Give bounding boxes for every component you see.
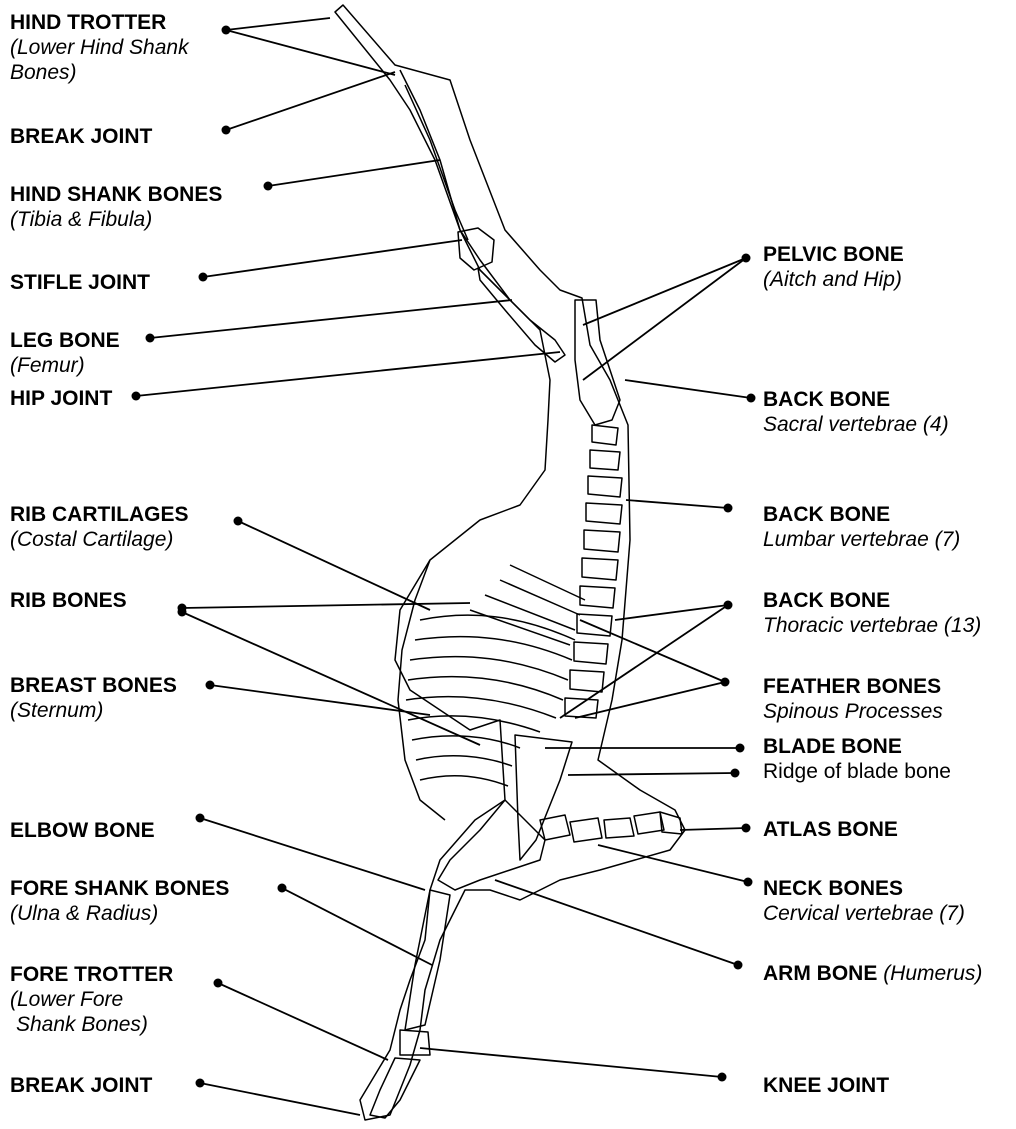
label-hip-joint: HIP JOINT	[10, 386, 112, 411]
hind-trotter-sub-1: (Lower Hind Shank	[10, 35, 189, 60]
break-joint-fore-title: BREAK JOINT	[10, 1073, 152, 1098]
arm-bone-sub: (Humerus)	[883, 962, 982, 985]
back-bone-lumbar-title: BACK BONE	[763, 502, 960, 527]
hind-shank-outline	[400, 70, 510, 300]
neck-vertebrae	[540, 812, 682, 842]
knee-joint-title: KNEE JOINT	[763, 1073, 889, 1098]
break-joint-hind-title: BREAK JOINT	[10, 124, 152, 149]
fore-trotter-sub-1: (Lower Fore	[10, 987, 173, 1012]
label-blade-bone: BLADE BONE Ridge of blade bone	[763, 734, 951, 784]
feather-bones-sub: Spinous Processes	[763, 699, 943, 724]
fore-trotter-sub-2: Shank Bones)	[10, 1012, 173, 1037]
feather-bones-title: FEATHER BONES	[763, 674, 943, 699]
fore-trotter-shape	[370, 1058, 420, 1118]
label-pelvic-bone: PELVIC BONE (Aitch and Hip)	[763, 242, 904, 292]
label-rib-cartilages: RIB CARTILAGES (Costal Cartilage)	[10, 502, 189, 552]
label-fore-shank-bones: FORE SHANK BONES (Ulna & Radius)	[10, 876, 229, 926]
label-back-bone-lumbar: BACK BONE Lumbar vertebrae (7)	[763, 502, 960, 552]
hip-joint-title: HIP JOINT	[10, 386, 112, 411]
pelvic-bone-sub: (Aitch and Hip)	[763, 267, 904, 292]
label-fore-trotter: FORE TROTTER (Lower Fore Shank Bones)	[10, 962, 173, 1037]
back-bone-thoracic-title: BACK BONE	[763, 588, 981, 613]
label-break-joint-hind: BREAK JOINT	[10, 124, 152, 149]
rib-cartilages-title: RIB CARTILAGES	[10, 502, 189, 527]
leg-bone-sub: (Femur)	[10, 353, 120, 378]
spinous-processes	[470, 565, 585, 645]
leg-bone-title: LEG BONE	[10, 328, 120, 353]
vertebrae-column	[565, 425, 622, 718]
elbow-bone-title: ELBOW BONE	[10, 818, 155, 843]
label-knee-joint: KNEE JOINT	[763, 1073, 889, 1098]
breast-bones-title: BREAST BONES	[10, 673, 177, 698]
fore-shank-bones-title: FORE SHANK BONES	[10, 876, 229, 901]
carcass-outline	[335, 5, 685, 1120]
label-elbow-bone: ELBOW BONE	[10, 818, 155, 843]
blade-bone-ridge-label: Ridge of blade bone	[763, 759, 951, 784]
label-break-joint-fore: BREAK JOINT	[10, 1073, 152, 1098]
neck-bones-title: NECK BONES	[763, 876, 965, 901]
back-bone-thoracic-sub: Thoracic vertebrae (13)	[763, 613, 981, 638]
label-back-bone-thoracic: BACK BONE Thoracic vertebrae (13)	[763, 588, 981, 638]
fore-trotter-title: FORE TROTTER	[10, 962, 173, 987]
label-hind-trotter: HIND TROTTER (Lower Hind Shank Bones)	[10, 10, 189, 85]
blade-bone-shape	[515, 735, 572, 860]
back-bone-sacral-sub: Sacral vertebrae (4)	[763, 412, 949, 437]
label-hind-shank-bones: HIND SHANK BONES (Tibia & Fibula)	[10, 182, 222, 232]
hind-shank-bones-title: HIND SHANK BONES	[10, 182, 222, 207]
neck-bones-sub: Cervical vertebrae (7)	[763, 901, 965, 926]
label-breast-bones: BREAST BONES (Sternum)	[10, 673, 177, 723]
label-feather-bones: FEATHER BONES Spinous Processes	[763, 674, 943, 724]
label-leg-bone: LEG BONE (Femur)	[10, 328, 120, 378]
knee-joint-shape	[400, 1030, 430, 1055]
back-bone-lumbar-sub: Lumbar vertebrae (7)	[763, 527, 960, 552]
hind-trotter-title: HIND TROTTER	[10, 10, 189, 35]
atlas-bone-title: ATLAS BONE	[763, 817, 898, 842]
fore-shank-bones-sub: (Ulna & Radius)	[10, 901, 229, 926]
rib-cartilages-sub: (Costal Cartilage)	[10, 527, 189, 552]
hind-shank-bones-sub: (Tibia & Fibula)	[10, 207, 222, 232]
breast-bones-sub: (Sternum)	[10, 698, 177, 723]
label-back-bone-sacral: BACK BONE Sacral vertebrae (4)	[763, 387, 949, 437]
label-stifle-joint: STIFLE JOINT	[10, 270, 150, 295]
label-atlas-bone: ATLAS BONE	[763, 817, 898, 842]
carcass-skeleton-illustration	[335, 5, 685, 1120]
rib-bones	[406, 615, 575, 786]
rib-bones-title: RIB BONES	[10, 588, 127, 613]
pelvic-bone-title: PELVIC BONE	[763, 242, 904, 267]
label-rib-bones: RIB BONES	[10, 588, 127, 613]
back-bone-sacral-title: BACK BONE	[763, 387, 949, 412]
hind-trotter-sub-2: Bones)	[10, 60, 189, 85]
label-neck-bones: NECK BONES Cervical vertebrae (7)	[763, 876, 965, 926]
blade-bone-title: BLADE BONE	[763, 734, 951, 759]
stifle-joint-title: STIFLE JOINT	[10, 270, 150, 295]
label-arm-bone: ARM BONE (Humerus)	[763, 961, 982, 986]
arm-bone-title: ARM BONE	[763, 962, 877, 985]
